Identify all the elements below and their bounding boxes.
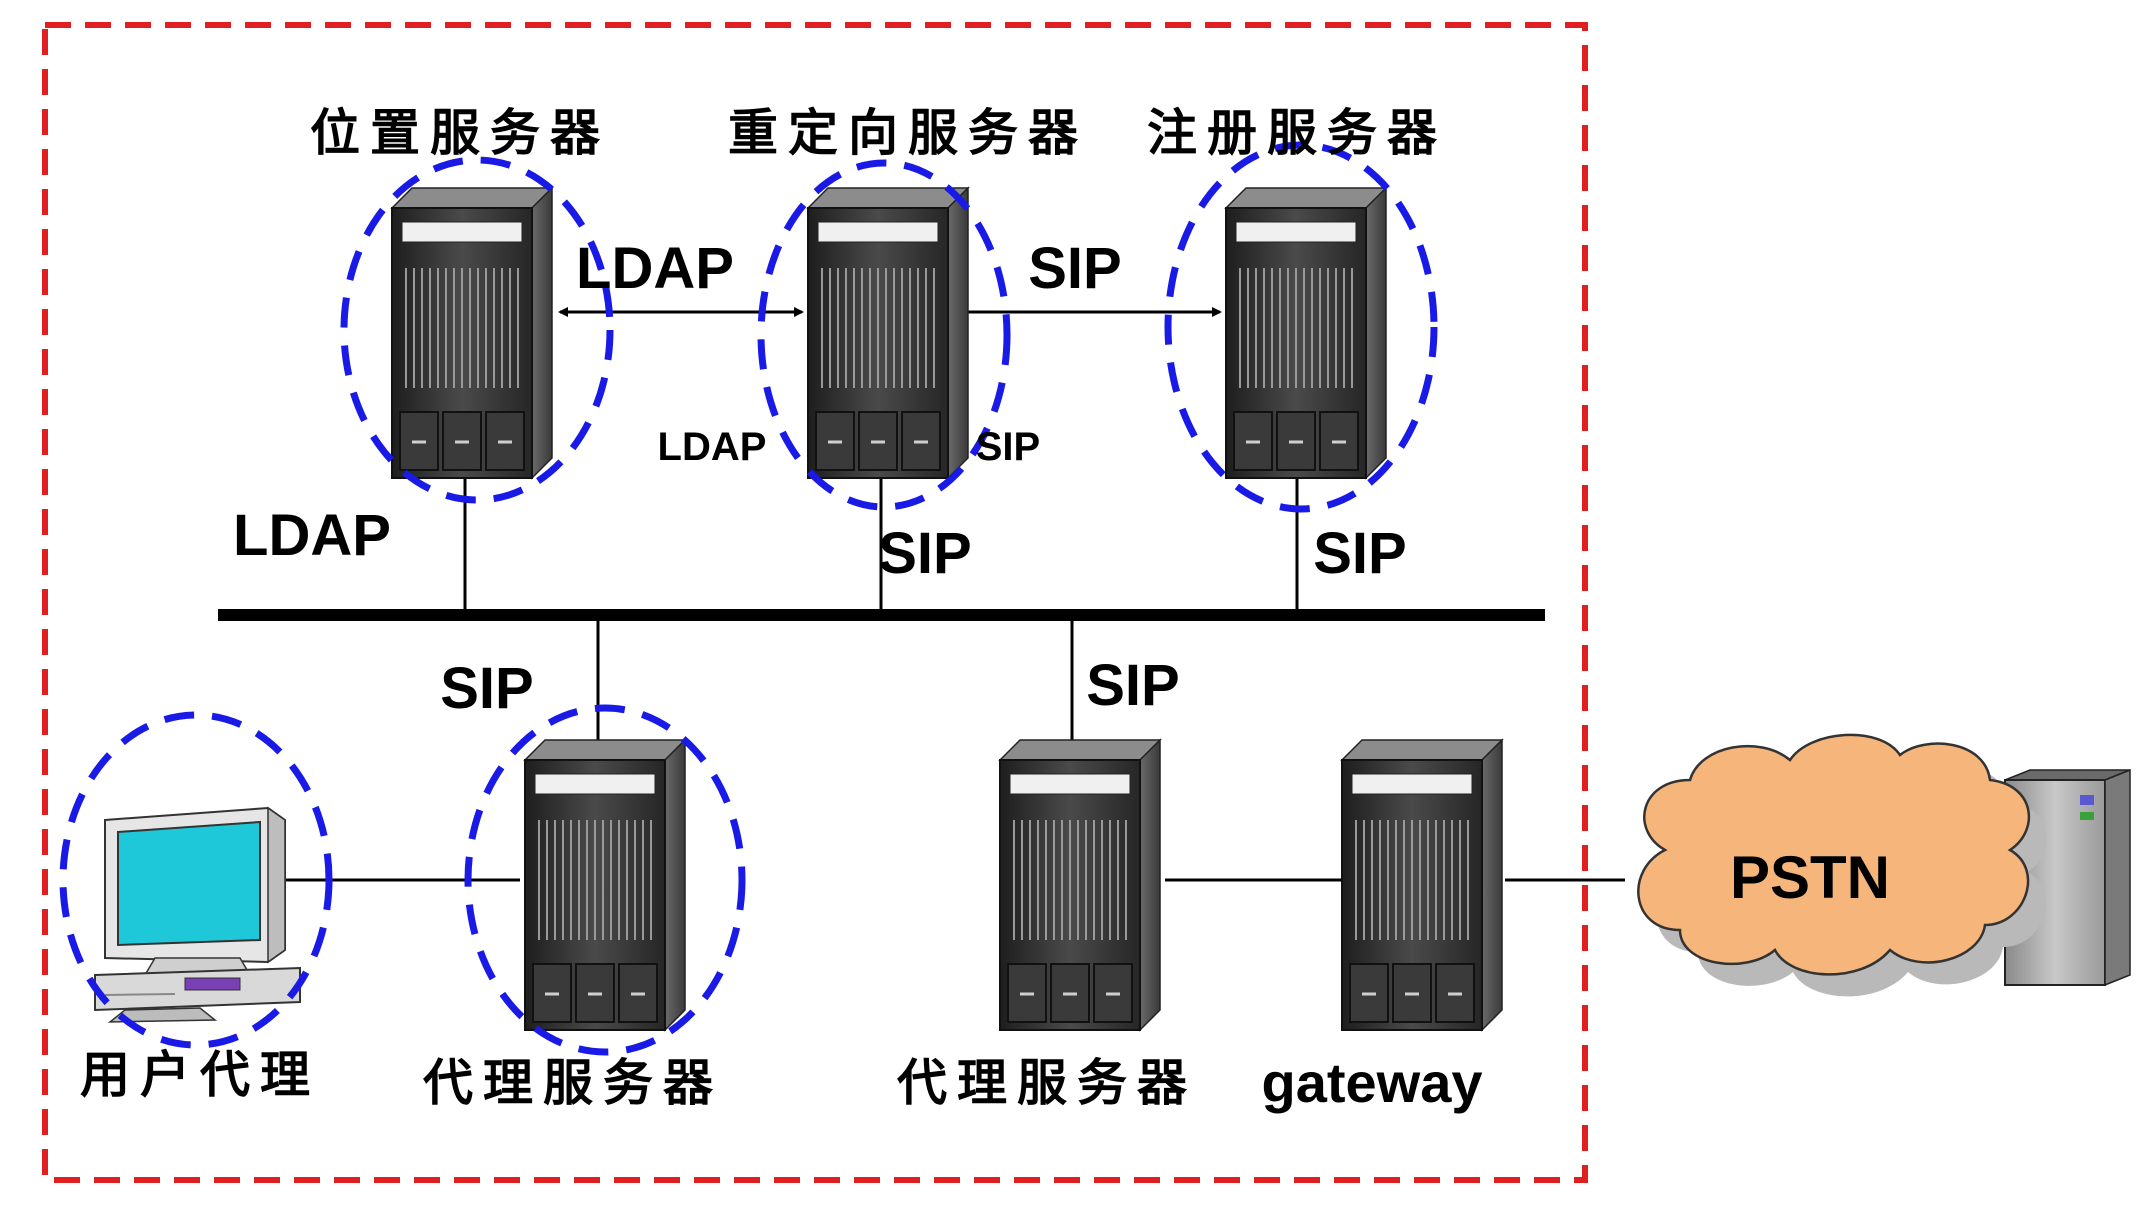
highlight-proxy-server-1: [464, 704, 746, 1056]
pstn-cloud-icon: [1637, 733, 2047, 997]
protocol-sip-proxy1: SIP: [440, 656, 534, 721]
highlight-redirect-server: [757, 159, 1011, 511]
highlight-location-server: [340, 156, 614, 504]
user-agent-computer-icon: [94, 806, 301, 1023]
protocol-ldap-left: LDAP: [233, 503, 391, 568]
gateway-label: gateway: [1262, 1051, 1483, 1114]
protocol-ldap-small: LDAP: [658, 425, 767, 469]
gateway-server-icon: [1340, 738, 1504, 1032]
highlight-circles: [59, 141, 1438, 1056]
location-server-icon: [390, 186, 554, 480]
connections: [218, 307, 1625, 882]
protocol-sip-proxy2: SIP: [1086, 653, 1180, 718]
proxy-server-1-label: 代理服务器: [422, 1054, 723, 1112]
redirect-server-icon: [806, 186, 970, 480]
highlight-user-agent: [59, 711, 333, 1049]
registrar-server-label: 注册服务器: [1147, 104, 1447, 162]
user-agent-label: 用户代理: [80, 1046, 320, 1104]
protocol-sip-redirect-down: SIP: [878, 521, 972, 586]
proxy-server-2-icon: [998, 738, 1162, 1032]
protocol-sip-top: SIP: [1028, 236, 1122, 301]
protocol-ldap-top: LDAP: [576, 236, 734, 301]
domain-boundary: [42, 22, 1588, 1183]
proxy-server-2-label: 代理服务器: [896, 1054, 1197, 1112]
redirect-server-label: 重定向服务器: [728, 104, 1088, 162]
protocol-sip-registrar-down: SIP: [1313, 521, 1407, 586]
highlight-registrar-server: [1164, 141, 1438, 513]
protocol-sip-small: SIP: [976, 425, 1040, 469]
pstn-switch-icon: [2004, 768, 2131, 987]
registrar-server-icon: [1224, 186, 1388, 480]
location-server-label: 位置服务器: [310, 104, 610, 162]
proxy-server-1-icon: [523, 738, 687, 1032]
pstn-label: PSTN: [1730, 844, 1890, 911]
